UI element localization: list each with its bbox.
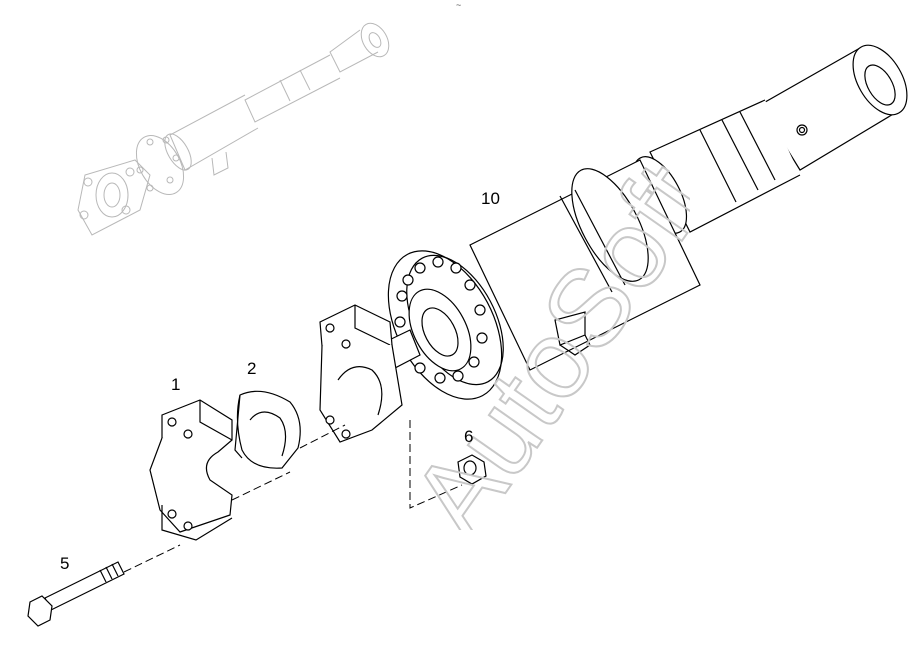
bolt	[27, 561, 125, 627]
nut	[457, 454, 487, 485]
callout-part-1: 1	[171, 375, 181, 394]
assembly-lines	[123, 420, 463, 573]
bearing-shell	[234, 390, 301, 469]
callout-part-2: 2	[247, 359, 257, 378]
clamp-half-front	[149, 399, 233, 541]
callout-part-6: 6	[464, 427, 474, 446]
callout-part-5: 5	[60, 554, 70, 573]
clamp-half-rear	[319, 304, 403, 443]
overview-cylinder	[77, 22, 390, 236]
top-mark: ~	[456, 0, 461, 10]
hydraulic-cylinder	[384, 44, 908, 400]
callout-part-10: 10	[481, 189, 500, 208]
